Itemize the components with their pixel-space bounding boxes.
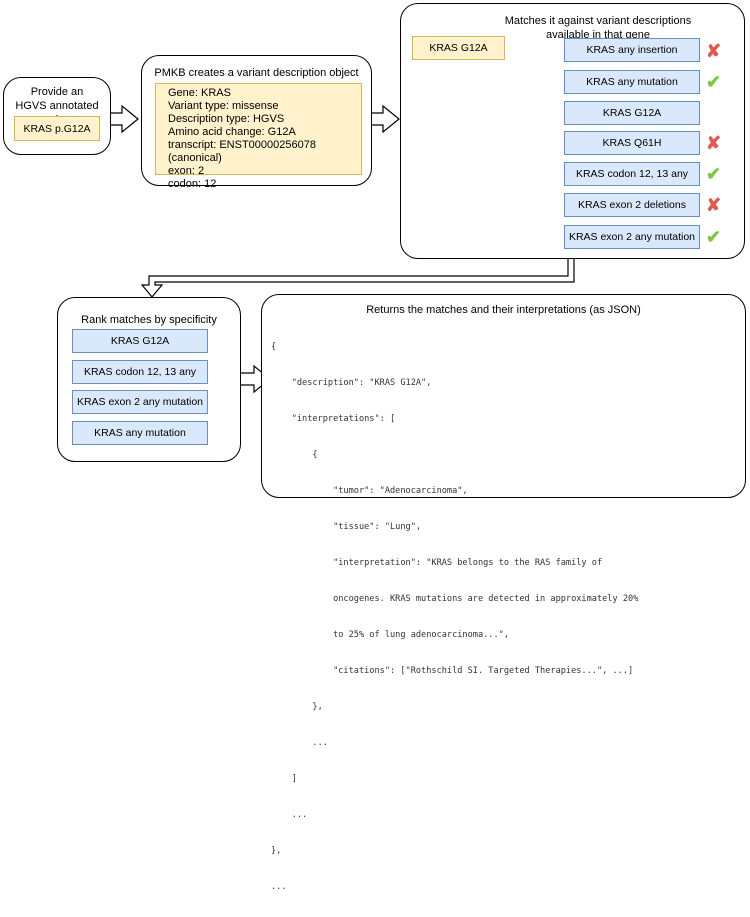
ranked-match: KRAS exon 2 any mutation — [72, 390, 208, 414]
descriptor-field: exon: 2 — [168, 165, 205, 177]
code-line: "citations": ["Rothschild SI. Targeted T… — [271, 666, 634, 676]
code-line: ... — [271, 738, 328, 748]
step5-title: Returns the matches and their interpreta… — [366, 304, 641, 316]
code-line: oncogenes. KRAS mutations are detected i… — [271, 594, 639, 604]
step5-panel: Returns the matches and their interpreta… — [261, 294, 746, 892]
step1-variant-box: KRAS p.G12A — [14, 116, 100, 141]
flow-arrow-3 — [140, 257, 575, 298]
code-line: to 25% of lung adenocarcinoma...", — [271, 630, 509, 640]
step2-panel: PMKB creates a variant description objec… — [141, 55, 372, 190]
cross-icon: ✘ — [706, 133, 722, 153]
flow-arrow-2 — [370, 104, 400, 134]
candidate-box: KRAS codon 12, 13 any — [564, 162, 700, 186]
check-icon: ✔ — [706, 164, 722, 184]
variant-description-object: Gene: KRAS Variant type: missense Descri… — [155, 83, 362, 190]
code-line: "interpretations": [ — [271, 414, 396, 424]
code-line: "description": "KRAS G12A", — [271, 378, 432, 388]
ranked-match: KRAS G12A — [72, 329, 208, 353]
code-line: ... — [271, 882, 287, 892]
candidate-box: KRAS Q61H — [564, 131, 700, 155]
check-icon: ✔ — [706, 227, 722, 247]
descriptor-field: codon: 12 — [168, 178, 217, 190]
descriptor-field: Amino acid change: G12A — [168, 126, 296, 138]
step2-title: PMKB creates a variant description objec… — [154, 67, 359, 79]
flow-arrow-1 — [107, 104, 139, 134]
code-line: "interpretation": "KRAS belongs to the R… — [271, 558, 603, 568]
query-variant-box: KRAS G12A — [412, 36, 505, 60]
descriptor-field: transcript: ENST00000256078 (canonical) — [168, 139, 316, 164]
code-line: { — [271, 450, 318, 460]
code-line: { — [271, 342, 277, 352]
step1-panel: Provide an HGVS annotated variant KRAS p… — [3, 77, 111, 155]
json-output: { "description": "KRAS G12A", "interpret… — [271, 317, 638, 917]
candidate-box: KRAS any mutation — [564, 70, 700, 94]
descriptor-field: Gene: KRAS — [168, 87, 231, 99]
step4-title: Rank matches by specificity — [81, 314, 217, 326]
code-line: ] — [271, 774, 297, 784]
code-line: }, — [271, 702, 323, 712]
code-line: "tissue": "Lung", — [271, 522, 422, 532]
ranked-match: KRAS any mutation — [72, 421, 208, 445]
code-line: }, — [271, 846, 282, 856]
cross-icon: ✘ — [706, 41, 722, 61]
step4-panel: Rank matches by specificity KRAS G12A KR… — [57, 297, 241, 462]
candidate-box: KRAS exon 2 deletions — [564, 193, 700, 217]
cross-icon: ✘ — [706, 195, 722, 215]
descriptor-field: Variant type: missense — [168, 100, 279, 112]
candidate-box: KRAS exon 2 any mutation — [564, 225, 700, 249]
ranked-match: KRAS codon 12, 13 any — [72, 360, 208, 384]
check-icon: ✔ — [706, 72, 722, 92]
candidate-box: KRAS G12A — [564, 101, 700, 125]
code-line: "tumor": "Adenocarcinoma", — [271, 486, 468, 496]
candidate-box: KRAS any insertion — [564, 38, 700, 62]
code-line: ... — [271, 810, 308, 820]
descriptor-field: Description type: HGVS — [168, 113, 285, 125]
